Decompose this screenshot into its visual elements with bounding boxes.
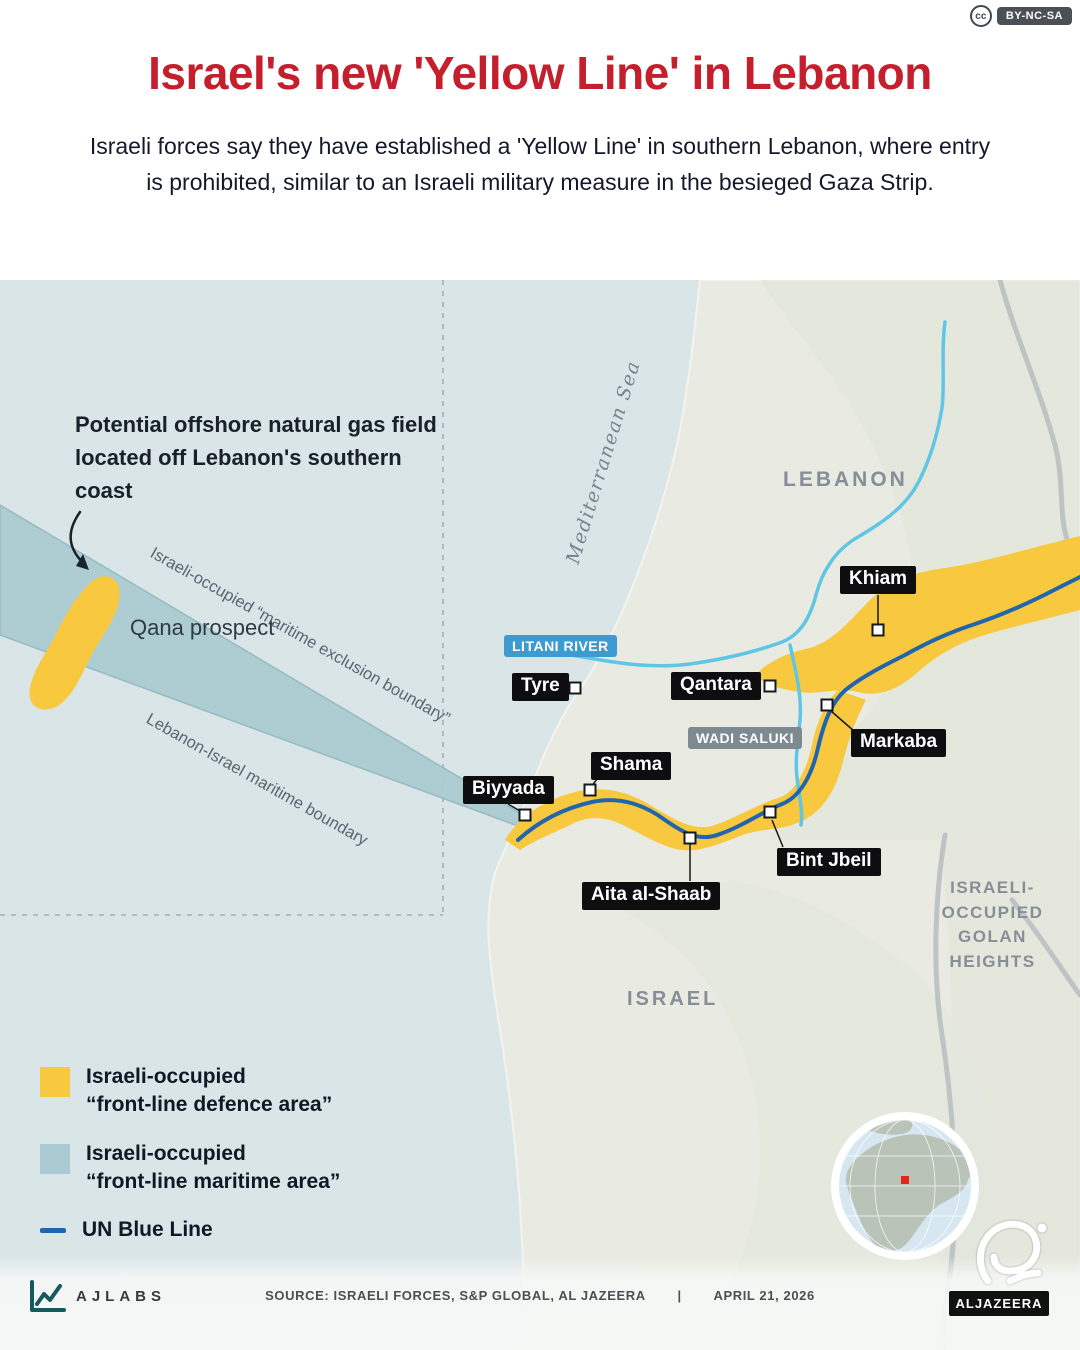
region-label-golan-heights: ISRAELI-OCCUPIED GOLAN HEIGHTS bbox=[941, 878, 1044, 971]
place-marker-biyyada bbox=[518, 808, 532, 822]
blue-line-swatch bbox=[40, 1228, 66, 1234]
place-marker-tyre bbox=[568, 681, 582, 695]
legend-item-defence-area: Israeli-occupied “front-line defence are… bbox=[40, 1063, 340, 1120]
page-subtitle: Israeli forces say they have established… bbox=[89, 133, 991, 196]
red-location-dot bbox=[901, 1176, 909, 1184]
ajlabs-label: AJLABS bbox=[76, 1287, 167, 1305]
page-title: Israel's new 'Yellow Line' in Lebanon bbox=[148, 47, 932, 99]
ajlabs-chart-icon bbox=[30, 1280, 66, 1312]
cc-icon: cc bbox=[969, 5, 992, 27]
un-blue-line bbox=[516, 575, 1080, 842]
place-marker-aita-al-shaab bbox=[683, 831, 697, 845]
wadi-saluki-badge: WADI SALUKI bbox=[688, 727, 803, 749]
place-badge-khiam: Khiam bbox=[840, 566, 917, 594]
region-label-lebanon: LEBANON bbox=[783, 468, 908, 491]
place-marker-qantara bbox=[763, 679, 777, 693]
annotation-arrow bbox=[69, 510, 89, 570]
defence-area-east bbox=[755, 536, 1080, 694]
aljazeera-logo bbox=[976, 1220, 1047, 1285]
source-text: SOURCE: ISRAELI FORCES, S&P GLOBAL, AL J… bbox=[265, 1288, 646, 1303]
region-label-israel: ISRAEL bbox=[627, 988, 719, 1010]
aljazeera-wordmark: ALJAZEERA bbox=[949, 1291, 1049, 1316]
defence-area-swatch bbox=[40, 1067, 70, 1097]
footer-background bbox=[0, 1256, 1080, 1350]
graticule-lines bbox=[0, 280, 444, 916]
source-separator: | bbox=[677, 1288, 682, 1303]
legend-item-maritime-area: Israeli-occupied “front-line maritime ar… bbox=[40, 1140, 340, 1197]
place-marker-khiam bbox=[871, 623, 885, 637]
place-marker-bint-jbeil bbox=[763, 805, 777, 819]
gas-field-annotation: Potential offshore natural gas field loc… bbox=[75, 412, 437, 503]
cc-license-label: BY-NC-SA bbox=[996, 7, 1072, 25]
legend-item-blue-line: UN Blue Line bbox=[40, 1216, 340, 1244]
place-badge-aita-al-shaab: Aita al-Shaab bbox=[582, 882, 721, 910]
legend-line: Israeli-occupied bbox=[86, 1065, 246, 1088]
maritime-area-swatch bbox=[40, 1143, 70, 1174]
place-marker-shama bbox=[583, 783, 597, 797]
place-marker-markaba bbox=[820, 698, 834, 712]
globe-inset bbox=[831, 1112, 979, 1260]
place-badge-qantara: Qantara bbox=[671, 672, 761, 700]
qana-prospect-area bbox=[29, 576, 120, 710]
place-badge-bint-jbeil: Bint Jbeil bbox=[777, 848, 881, 876]
qana-prospect-label: Qana prospect bbox=[130, 615, 275, 640]
cc-license-badge[interactable]: cc BY-NC-SA bbox=[969, 5, 1072, 27]
place-badge-shama: Shama bbox=[591, 752, 672, 780]
marker-connectors bbox=[507, 595, 879, 881]
ajlabs-logo: AJLABS bbox=[26, 1276, 166, 1316]
place-badge-tyre: Tyre bbox=[512, 673, 569, 701]
place-badge-biyyada: Biyyada bbox=[463, 776, 554, 804]
legend-line: “front-line defence area” bbox=[86, 1093, 333, 1117]
date-text: APRIL 21, 2026 bbox=[713, 1288, 815, 1303]
lebanon-map bbox=[0, 280, 1080, 1350]
litani-river bbox=[554, 320, 947, 668]
place-markers bbox=[518, 623, 885, 845]
legend: Israeli-occupied “front-line defence are… bbox=[40, 1063, 340, 1245]
place-badge-markaba: Markaba bbox=[851, 729, 947, 757]
source-line: SOURCE: ISRAELI FORCES, S&P GLOBAL, AL J… bbox=[0, 1288, 1080, 1303]
legend-line: UN Blue Line bbox=[82, 1218, 213, 1242]
legend-line: Israeli-occupied bbox=[86, 1141, 246, 1165]
litani-river-badge: LITANI RIVER bbox=[504, 635, 617, 657]
legend-line: “front-line maritime area” bbox=[86, 1170, 341, 1194]
